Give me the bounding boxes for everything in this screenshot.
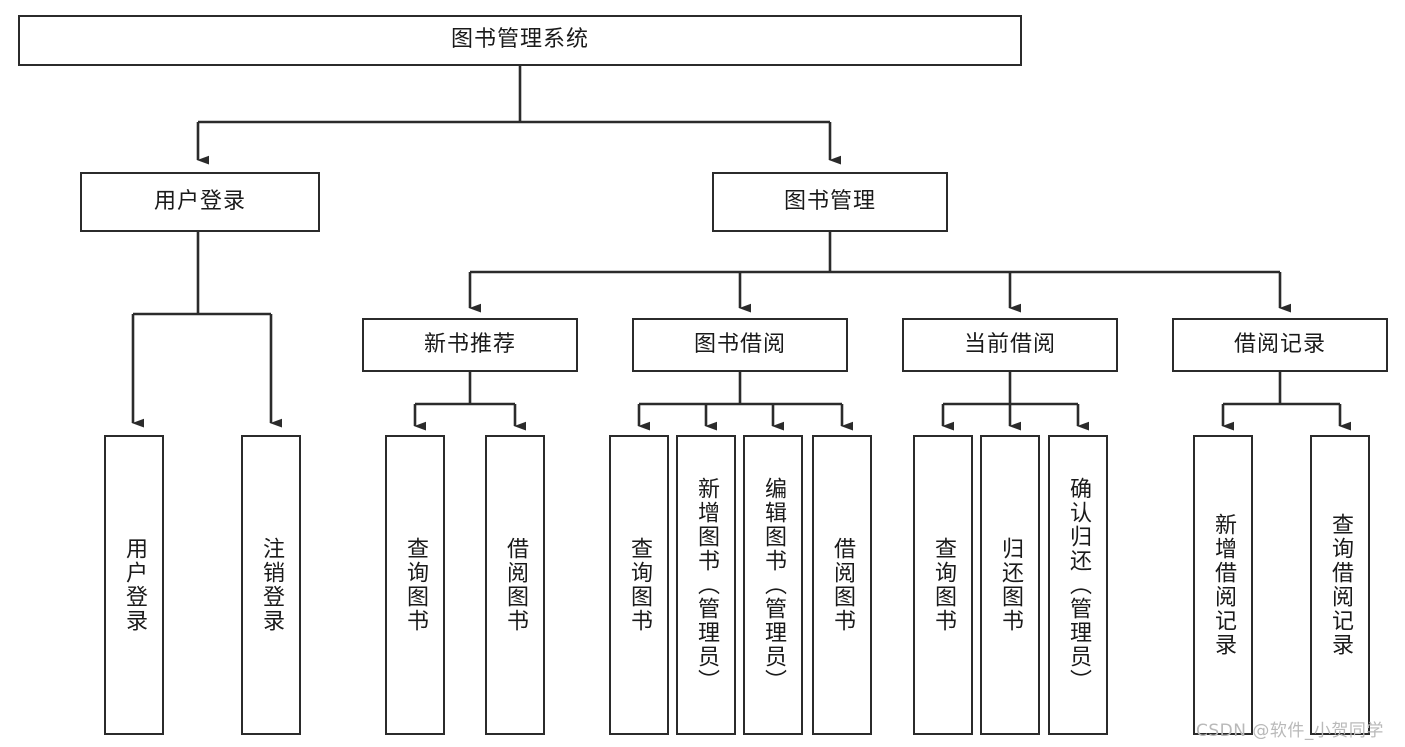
leaf-book-borrow-borrow[interactable]: 借阅图书 (812, 435, 872, 735)
node-label: 查询图书 (626, 537, 652, 633)
node-label: 用户登录 (121, 537, 147, 633)
leaf-book-borrow-edit[interactable]: 编辑图书（管理员） (743, 435, 803, 735)
node-user-login[interactable]: 用户登录 (80, 172, 320, 232)
node-label: 新增图书（管理员） (693, 477, 719, 693)
node-label: 查询图书 (402, 537, 428, 633)
node-label: 归还图书 (997, 537, 1023, 633)
leaf-book-borrow-query[interactable]: 查询图书 (609, 435, 669, 735)
leaf-user-login-login[interactable]: 用户登录 (104, 435, 164, 735)
node-new-book-recommend[interactable]: 新书推荐 (362, 318, 578, 372)
csdn-watermark: CSDN @软件_小贺同学 (1196, 721, 1384, 741)
node-label: 新增借阅记录 (1210, 513, 1236, 657)
node-label: 借阅图书 (829, 537, 855, 633)
node-label: 图书借阅 (693, 331, 786, 357)
leaf-borrow-records-add[interactable]: 新增借阅记录 (1193, 435, 1253, 735)
node-label: 图书管理系统 (450, 27, 589, 53)
node-label: 用户登录 (153, 188, 246, 214)
leaf-current-borrow-confirm-return[interactable]: 确认归还（管理员） (1048, 435, 1108, 735)
node-book-borrow[interactable]: 图书借阅 (632, 318, 848, 372)
node-label: 图书管理 (783, 188, 876, 214)
leaf-user-login-logout[interactable]: 注销登录 (241, 435, 301, 735)
leaf-new-book-query[interactable]: 查询图书 (385, 435, 445, 735)
node-label: 借阅图书 (502, 537, 528, 633)
node-book-management[interactable]: 图书管理 (712, 172, 948, 232)
node-label: 确认归还（管理员） (1065, 477, 1091, 693)
node-label: 注销登录 (258, 537, 284, 633)
leaf-current-borrow-return[interactable]: 归还图书 (980, 435, 1040, 735)
node-label: 编辑图书（管理员） (760, 477, 786, 693)
node-label: 查询图书 (930, 537, 956, 633)
node-current-borrow[interactable]: 当前借阅 (902, 318, 1118, 372)
leaf-new-book-borrow[interactable]: 借阅图书 (485, 435, 545, 735)
node-label: 新书推荐 (423, 331, 516, 357)
node-root-book-management-system[interactable]: 图书管理系统 (18, 15, 1022, 66)
leaf-borrow-records-query[interactable]: 查询借阅记录 (1310, 435, 1370, 735)
leaf-current-borrow-query[interactable]: 查询图书 (913, 435, 973, 735)
node-label: 借阅记录 (1233, 331, 1326, 357)
node-label: 当前借阅 (963, 331, 1056, 357)
node-borrow-records[interactable]: 借阅记录 (1172, 318, 1388, 372)
leaf-book-borrow-add[interactable]: 新增图书（管理员） (676, 435, 736, 735)
node-label: 查询借阅记录 (1327, 513, 1353, 657)
